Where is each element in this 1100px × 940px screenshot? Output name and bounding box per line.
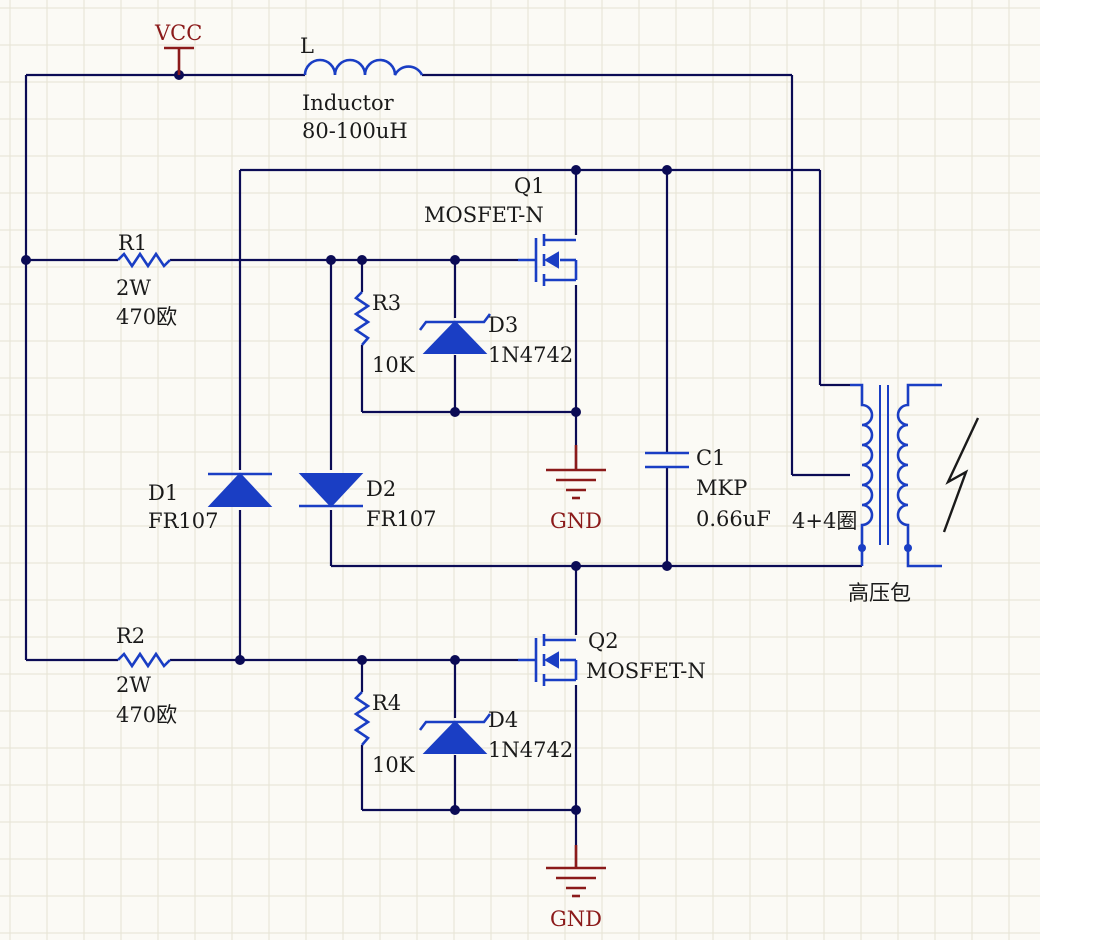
r4-ref: R4	[372, 691, 401, 715]
ground-symbol-bottom	[546, 845, 606, 898]
c1-value: 0.66uF	[696, 507, 771, 531]
q2-type: MOSFET-N	[586, 659, 706, 683]
r4-value: 10K	[372, 753, 415, 777]
c1-ref: C1	[696, 446, 725, 470]
transformer	[850, 383, 942, 568]
transformer-name: 高压包	[848, 581, 911, 605]
d4-part: 1N4742	[488, 738, 573, 762]
inductor-value: 80-100uH	[302, 119, 408, 143]
r3-ref: R3	[372, 291, 401, 315]
diode-d2	[298, 473, 364, 508]
d3-ref: D3	[488, 313, 518, 337]
mosfet-q2	[518, 634, 578, 686]
r1-power: 2W	[116, 276, 151, 300]
d1-ref: D1	[148, 481, 178, 505]
r1-ref: R1	[118, 231, 147, 255]
wires	[24, 73, 862, 868]
d3-part: 1N4742	[488, 343, 573, 367]
gnd-top-label: GND	[550, 509, 602, 533]
right-margin	[1040, 0, 1100, 940]
capacitor-c1	[645, 451, 689, 469]
r2-power: 2W	[116, 673, 151, 697]
spark-icon	[942, 417, 980, 533]
resistor-r4	[353, 691, 371, 746]
c1-type: MKP	[696, 476, 747, 500]
grid-background	[0, 0, 1040, 940]
q1-ref: Q1	[514, 174, 545, 198]
zener-d3	[418, 313, 492, 354]
q2-ref: Q2	[588, 629, 619, 653]
diode-d1	[207, 472, 273, 507]
r3-value: 10K	[372, 353, 415, 377]
inductor-l	[303, 58, 424, 76]
resistor-r2	[117, 651, 171, 669]
d2-part: FR107	[366, 507, 436, 531]
resistor-r1	[117, 251, 171, 269]
d2-ref: D2	[366, 477, 396, 501]
inductor-ref: L	[300, 34, 314, 58]
junction-dots	[21, 70, 672, 815]
r1-value: 470欧	[116, 305, 177, 329]
d1-part: FR107	[148, 509, 218, 533]
r2-value: 470欧	[116, 703, 177, 727]
resistor-r3	[353, 291, 371, 346]
r2-ref: R2	[116, 624, 145, 648]
vcc-label: VCC	[154, 21, 202, 45]
zener-d4	[418, 713, 492, 754]
vcc-symbol	[164, 46, 194, 75]
inductor-name: Inductor	[302, 91, 395, 115]
gnd-bottom-label: GND	[550, 907, 602, 931]
ground-symbol-top	[546, 445, 606, 500]
mosfet-q1	[518, 234, 578, 286]
d4-ref: D4	[488, 708, 518, 732]
q1-type: MOSFET-N	[424, 203, 544, 227]
transformer-turns: 4+4圈	[792, 509, 857, 533]
